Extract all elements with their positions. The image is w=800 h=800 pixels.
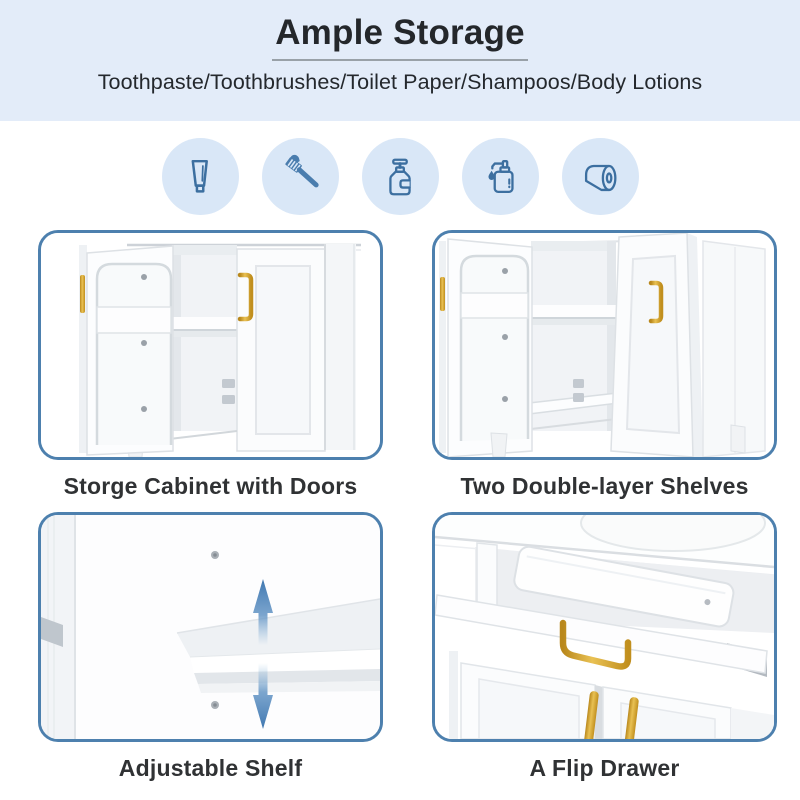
flip-drawer-illustration	[435, 515, 774, 739]
feature-photo-double-layer-shelves	[432, 230, 777, 460]
lotion-bottle-glyph	[488, 159, 514, 193]
toothpaste-tube-glyph	[191, 159, 208, 193]
feature-photo-adjustable-shelf	[38, 512, 383, 742]
arrow-up-icon	[253, 579, 273, 645]
feature-photo-storage-cabinet	[38, 230, 383, 460]
feature-storage-cabinet: Storge Cabinet with Doors	[38, 230, 383, 500]
page-title: Ample Storage	[272, 13, 528, 61]
feature-adjustable-shelf: Adjustable Shelf	[38, 512, 383, 782]
feature-caption-storage-cabinet: Storge Cabinet with Doors	[63, 473, 358, 499]
page-subtitle: Toothpaste/Toothbrushes/Toilet Paper/Sha…	[97, 70, 703, 94]
shampoo-pump-bottle-icon	[361, 138, 439, 215]
feature-caption-double-layer-shelves: Two Double-layer Shelves	[460, 473, 749, 499]
double-layer-shelves-illustration	[435, 233, 774, 457]
toothpaste-icon	[161, 138, 239, 215]
feature-caption-adjustable-shelf: Adjustable Shelf	[118, 755, 303, 781]
feature-photo-flip-drawer	[432, 512, 777, 742]
toothbrush-glyph	[285, 154, 319, 187]
shampoo-bottle-glyph	[389, 158, 411, 195]
feature-flip-drawer: A Flip Drawer	[432, 512, 777, 782]
toilet-paper-roll-icon	[561, 138, 639, 215]
lotion-pump-bottle-icon	[461, 138, 539, 215]
feature-caption-flip-drawer: A Flip Drawer	[529, 755, 680, 781]
header: Ample Storage Toothpaste/Toothbrushes/To…	[0, 0, 800, 121]
storage-cabinet-illustration	[41, 233, 380, 457]
arrow-down-icon	[253, 663, 273, 729]
toilet-paper-glyph	[584, 164, 617, 191]
feature-double-layer-shelves: Two Double-layer Shelves	[432, 230, 777, 500]
toothbrush-icon	[261, 138, 339, 215]
adjustable-shelf-illustration	[41, 515, 380, 739]
amenity-icons-row	[0, 138, 800, 215]
